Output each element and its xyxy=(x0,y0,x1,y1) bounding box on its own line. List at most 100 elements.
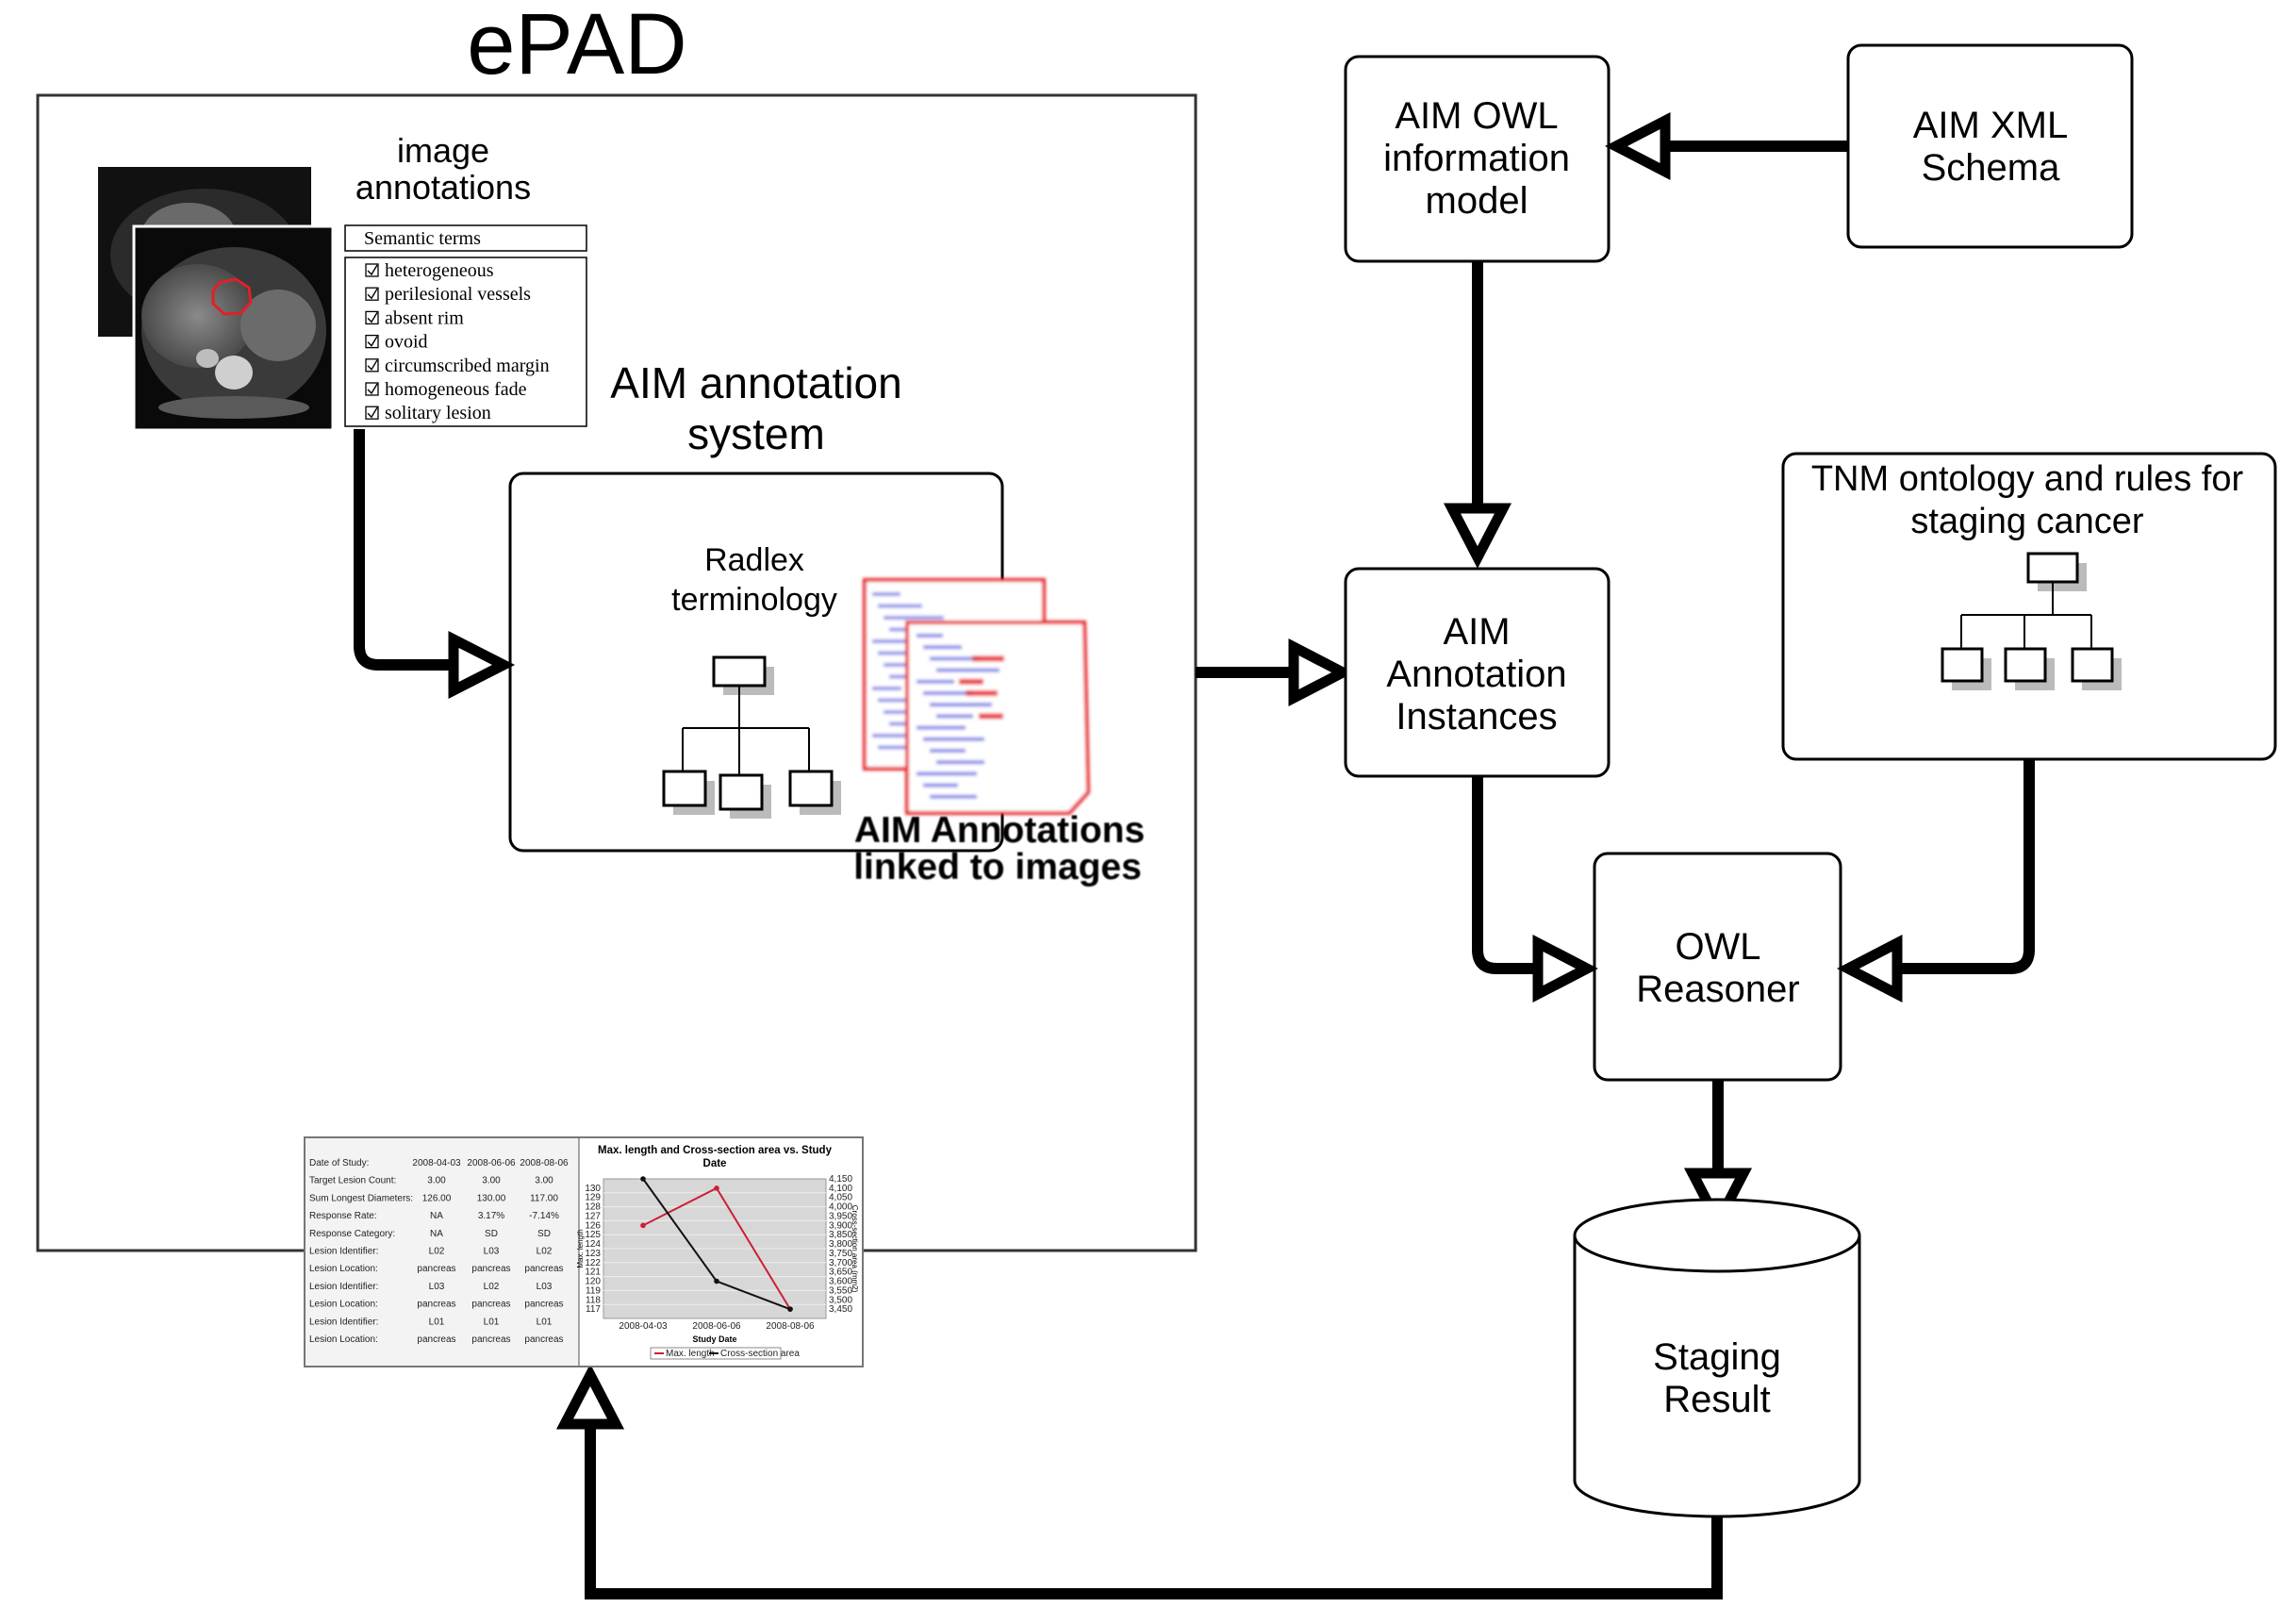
chart-ytick-right: 3,550 xyxy=(829,1285,852,1296)
arrow-reasoner-to-staging xyxy=(1683,1080,1753,1234)
report-table-cell: NA xyxy=(430,1211,443,1221)
report-table-cell: -7.14% xyxy=(529,1211,559,1221)
report-table-cell: Lesion Location: xyxy=(309,1334,378,1345)
semantic-terms-header-box xyxy=(344,224,587,252)
report-table-cell: SD xyxy=(537,1229,551,1239)
chart-ytick-left: 127 xyxy=(585,1211,601,1221)
chart-ytick-left: 121 xyxy=(585,1268,601,1278)
report-table-cell: 117.00 xyxy=(530,1193,558,1203)
reasoner-label-1: OWL xyxy=(1675,926,1760,968)
chart-ytick-right: 3,750 xyxy=(829,1249,852,1259)
chart-ytick-left: 120 xyxy=(585,1277,601,1287)
chart-ytick-right: 3,850 xyxy=(829,1230,852,1240)
chart-ytick-right: 3,950 xyxy=(829,1211,852,1221)
chart-ylabel-left: Max. length xyxy=(576,1229,585,1268)
chart-ytick-left: 122 xyxy=(585,1258,601,1268)
report-table-cell: pancreas xyxy=(471,1300,510,1310)
staging-label-1: Staging xyxy=(1653,1336,1781,1378)
chart-ytick-right: 4,000 xyxy=(829,1202,852,1213)
chart-legend-entry: Cross-section area xyxy=(720,1349,800,1359)
aim-owl-model-label-1: AIM OWL xyxy=(1395,95,1558,137)
semantic-terms-list-box xyxy=(344,257,587,427)
radlex-label-1: Radlex xyxy=(704,542,804,578)
diagram-title: ePAD xyxy=(467,0,687,92)
chart-xlabel: Study Date xyxy=(692,1334,736,1344)
chart-ytick-right: 3,450 xyxy=(829,1304,852,1315)
report-table-cell: 3.17% xyxy=(478,1211,504,1221)
reasoner-label-2: Reasoner xyxy=(1636,969,1799,1010)
report-table-cell: pancreas xyxy=(524,1300,563,1310)
ct-image-stack xyxy=(98,167,335,432)
report-table-cell: Lesion Location: xyxy=(309,1300,378,1310)
chart-data-point xyxy=(640,1176,646,1182)
report-table-cell: pancreas xyxy=(417,1334,455,1345)
chart-ytick-right: 4,050 xyxy=(829,1193,852,1203)
report-chart: Max. length and Cross-section area vs. S… xyxy=(576,1145,859,1360)
arrow-schema-to-owl xyxy=(1605,111,1848,181)
image-annotations-label-2: annotations xyxy=(355,168,531,207)
lesion-outline xyxy=(211,277,253,316)
radlex-label-2: terminology xyxy=(671,582,837,618)
arrow-epad-to-instances xyxy=(1196,638,1354,707)
report-table-cell: 3.00 xyxy=(427,1176,446,1186)
instances-label-3: Instances xyxy=(1396,696,1557,737)
report-table-cell: Sum Longest Diameters: xyxy=(309,1193,413,1203)
chart-data-point xyxy=(787,1306,793,1312)
chart-ytick-left: 123 xyxy=(585,1249,601,1259)
tnm-label-1: TNM ontology and rules for xyxy=(1811,459,2244,499)
chart-xtick: 2008-08-06 xyxy=(766,1321,815,1332)
instances-label-1: AIM xyxy=(1443,611,1510,653)
aim-system-label-2: system xyxy=(687,409,825,458)
chart-data-point xyxy=(714,1278,719,1284)
chart-xtick: 2008-06-06 xyxy=(692,1321,741,1332)
report-table-cell: L01 xyxy=(429,1317,445,1327)
term-checkbox-icon xyxy=(365,358,379,373)
chart-legend: Max. length Cross-section area xyxy=(650,1347,800,1360)
instances-label-2: Annotation xyxy=(1386,654,1566,695)
report-table-cell: Lesion Identifier: xyxy=(309,1317,378,1327)
tnm-ontology-box xyxy=(1781,452,2277,761)
report-table-cell: L02 xyxy=(537,1247,553,1257)
report-table-cell: Lesion Identifier: xyxy=(309,1282,378,1292)
report-table-cell: 126.00 xyxy=(422,1193,452,1203)
report-table-cell: pancreas xyxy=(471,1264,510,1274)
chart-ylabel-right: Cross-section area (mm2) xyxy=(851,1205,859,1293)
radlex-hierarchy-icon xyxy=(662,655,841,819)
arrow-tnm-to-reasoner xyxy=(1837,759,2035,1003)
chart-ytick-left: 125 xyxy=(585,1230,601,1240)
staging-label-2: Result xyxy=(1663,1379,1770,1420)
chart-ytick-left: 129 xyxy=(585,1193,601,1203)
chart-ytick-left: 117 xyxy=(586,1304,601,1315)
semantic-terms-header: Semantic terms xyxy=(364,228,481,249)
report-table-cell: 3.00 xyxy=(535,1176,553,1186)
chart-legend-entry: Max. length xyxy=(666,1349,715,1359)
report-table-cell: 130.00 xyxy=(477,1193,506,1203)
report-table-cell: 3.00 xyxy=(482,1176,501,1186)
chart-ytick-right: 3,650 xyxy=(829,1268,852,1278)
term-checkbox-icon xyxy=(365,406,379,420)
semantic-term: homogeneous fade xyxy=(385,379,527,400)
chart-ytick-left: 124 xyxy=(585,1239,601,1250)
report-table-cell: Response Category: xyxy=(309,1229,395,1239)
report-table-header: 2008-08-06 xyxy=(520,1158,569,1168)
semantic-term: solitary lesion xyxy=(385,403,491,423)
report-table-cell: pancreas xyxy=(417,1264,455,1274)
report-table-cell: pancreas xyxy=(524,1334,563,1345)
semantic-term: absent rim xyxy=(385,307,464,328)
report-table-cell: L01 xyxy=(537,1317,553,1327)
chart-xtick: 2008-04-03 xyxy=(619,1321,668,1332)
semantic-term: circumscribed margin xyxy=(385,356,550,376)
report-table-cell: Response Rate: xyxy=(309,1211,377,1221)
report-table-header: Date of Study: xyxy=(309,1158,369,1168)
aim-xml-schema-box xyxy=(1846,43,2134,249)
report-table-cell: pancreas xyxy=(524,1264,563,1274)
report-table-cell: L02 xyxy=(429,1247,445,1257)
chart-ytick-right: 3,900 xyxy=(829,1220,852,1231)
arrow-annotations-to-aim xyxy=(354,429,516,699)
report-table-cell: pancreas xyxy=(417,1300,455,1310)
chart-ytick-right: 3,800 xyxy=(829,1239,852,1250)
arrow-staging-to-report xyxy=(555,1364,1723,1599)
aim-owl-model-label-3: model xyxy=(1426,180,1528,222)
report-table-cell: NA xyxy=(430,1229,443,1239)
